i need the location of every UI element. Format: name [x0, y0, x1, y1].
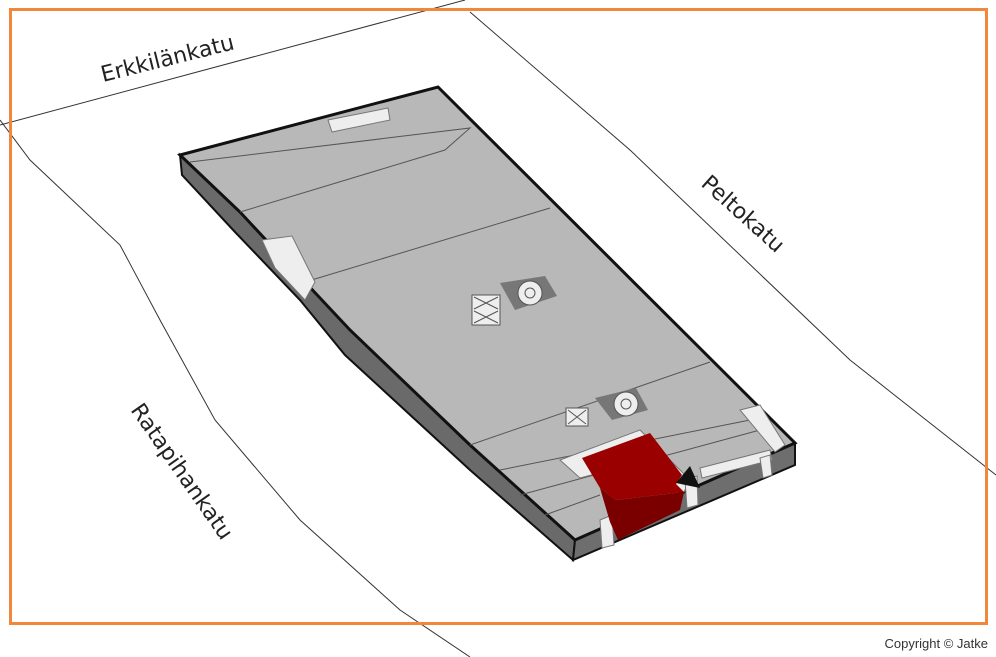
selection-frame [9, 8, 988, 625]
copyright-text: Copyright © Jatke [884, 636, 988, 651]
stairs-icon [500, 276, 648, 420]
highlighted-space[interactable] [582, 433, 684, 540]
elevator-icon [471, 294, 589, 427]
entrance-arrow-icon [676, 466, 700, 488]
building[interactable] [177, 85, 798, 563]
